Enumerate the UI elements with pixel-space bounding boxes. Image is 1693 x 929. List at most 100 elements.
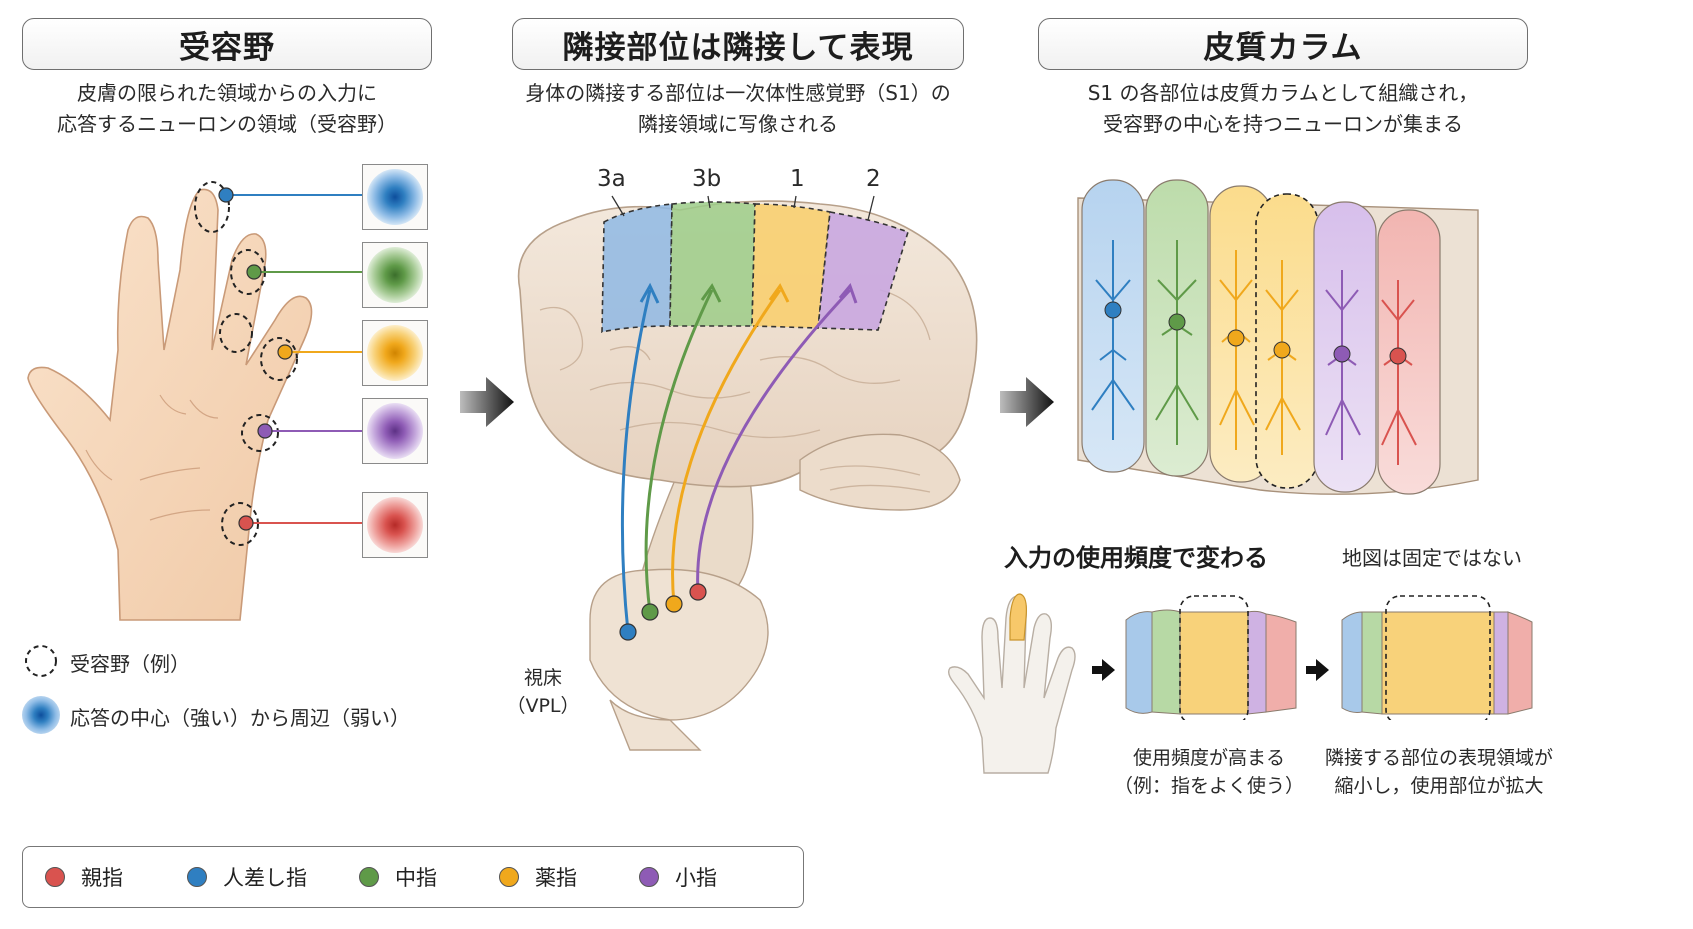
rf-index-outline [194,181,230,233]
response-gradient-legend-icon [22,696,60,734]
area-2-label: 2 [866,166,881,192]
rf-extra-outline [219,313,253,353]
somatotopy-title: 隣接部位は隣接して表現 [512,18,964,70]
arrow-right-icon [460,377,514,427]
cortical-column-desc-line1: S1 の各部位は皮質カラムとして組織され， [1087,81,1479,105]
plasticity-title: 入力の使用頻度で変わる [1004,544,1268,572]
column-yellow-highlight [1255,193,1319,489]
area-3b-label: 3b [692,166,722,192]
thumb-color-dot [45,867,65,887]
legend-item-ring: 薬指 [499,847,577,907]
dashed-circle-legend-icon [25,645,57,677]
area-3a-band [601,203,673,333]
map-after-purple [1493,611,1509,715]
thalamus-blue-node [619,623,637,641]
column-red [1377,209,1441,495]
s1-strip [601,201,909,333]
neuron-blue [1104,301,1122,319]
map-before-illustration [1125,595,1297,720]
green-pathway [644,289,714,613]
receptive-field-example-label: 受容野（例） [70,652,190,676]
thalamus-green-node [641,603,659,621]
receptive-field-desc-line2: 応答するニューロンの領域（受容野） [57,112,397,136]
cortical-column-desc-line2: 受容野の中心を持つニューロンが集まる [1103,112,1463,136]
rf-ring-outline [260,337,298,381]
arrow-right-icon [1092,659,1115,681]
area-1-label: 1 [790,166,805,192]
rf-little-outline [241,414,279,452]
finger-color-legend: 親指 人差し指 中指 薬指 小指 [22,846,804,908]
neuron-green [1168,313,1186,331]
rf-gradient-purple [367,403,423,459]
thalamus-yellow-node [665,595,683,613]
brain-illustration [517,195,978,751]
map-before-blue [1125,611,1153,714]
response-gradient-label: 応答の中心（強い）から周辺（弱い） [70,706,410,730]
rf-box-ring [362,320,428,386]
map-before-red [1265,613,1297,713]
map-after-green [1361,611,1383,715]
ring-center-marker [277,344,293,360]
legend-label-ring: 薬指 [535,866,577,890]
ring-color-dot [499,867,519,887]
somatotopy-description: 身体の隣接する部位は一次体性感覚野（S1）の 隣接領域に写像される [480,78,996,140]
legend-item-middle: 中指 [359,847,437,907]
neuron-yellow [1227,329,1245,347]
legend-item-thumb: 親指 [45,847,123,907]
map-change-caption-line2: 縮小し，使用部位が拡大 [1334,775,1544,797]
rf-gradient-blue [367,169,423,225]
rf-box-index [362,164,428,230]
legend-label-thumb: 親指 [81,866,123,890]
map-after-dashed-outline [1385,595,1491,720]
usage-caption-line1: 使用頻度が高まる [1132,747,1285,769]
small-hand-illustration [947,593,1076,774]
yellow-pathway [671,289,782,605]
area-3a-label: 3a [597,166,626,192]
blue-pathway [620,289,652,633]
somatotopy-desc-line1: 身体の隣接する部位は一次体性感覚野（S1）の [525,81,951,105]
map-change-caption: 隣接する部位の表現領域が 縮小し，使用部位が拡大 [1314,744,1564,800]
rf-box-thumb [362,492,428,558]
rf-gradient-yellow [367,325,423,381]
thalamus-label: 視床 （VPL） [498,664,588,720]
map-before-yellow [1179,611,1249,715]
receptive-field-desc-line1: 皮膚の限られた領域からの入力に [77,81,377,105]
rf-box-little [362,398,428,464]
map-before-green [1151,609,1181,715]
middle-color-dot [359,867,379,887]
little-center-marker [257,423,273,439]
cortical-column-illustration [1077,179,1479,495]
legend-item-little: 小指 [639,847,717,907]
legend-label-index: 人差し指 [223,866,307,890]
thalamus-label-line2: （VPL） [506,695,580,717]
neuron-red [1389,347,1407,365]
active-finger-highlight [1009,593,1027,641]
usage-caption-line2: （例：指をよく使う） [1113,775,1304,797]
neuron-purple [1333,345,1351,363]
cortical-column-description: S1 の各部位は皮質カラムとして組織され， 受容野の中心を持つニューロンが集まる [1038,78,1528,140]
legend-label-middle: 中指 [395,866,437,890]
purple-pathway [696,288,852,593]
arrow-right-icon [1000,377,1054,427]
thalamus-label-line1: 視床 [523,667,562,689]
usage-increase-caption: 使用頻度が高まる （例：指をよく使う） [1104,744,1314,800]
middle-center-marker [246,264,262,280]
legend-label-little: 小指 [675,866,717,890]
cerebellum [799,433,961,511]
receptive-field-description: 皮膚の限られた領域からの入力に 応答するニューロンの領域（受容野） [22,78,432,140]
little-color-dot [639,867,659,887]
map-before-dashed-outline [1179,595,1249,720]
map-before-purple [1247,610,1267,715]
cortical-column-title: 皮質カラム [1038,18,1528,70]
neuron-yellow-2 [1273,341,1291,359]
hand-shape [27,188,313,621]
map-after-blue [1341,611,1363,713]
rf-box-middle [362,242,428,308]
hand-illustration [27,181,364,621]
thalamus [589,568,769,751]
area-1-band [751,203,831,329]
map-after-yellow [1381,611,1495,715]
somatotopy-desc-line2: 隣接領域に写像される [638,112,838,136]
legend-item-index: 人差し指 [187,847,307,907]
area-3b-band [669,201,756,327]
